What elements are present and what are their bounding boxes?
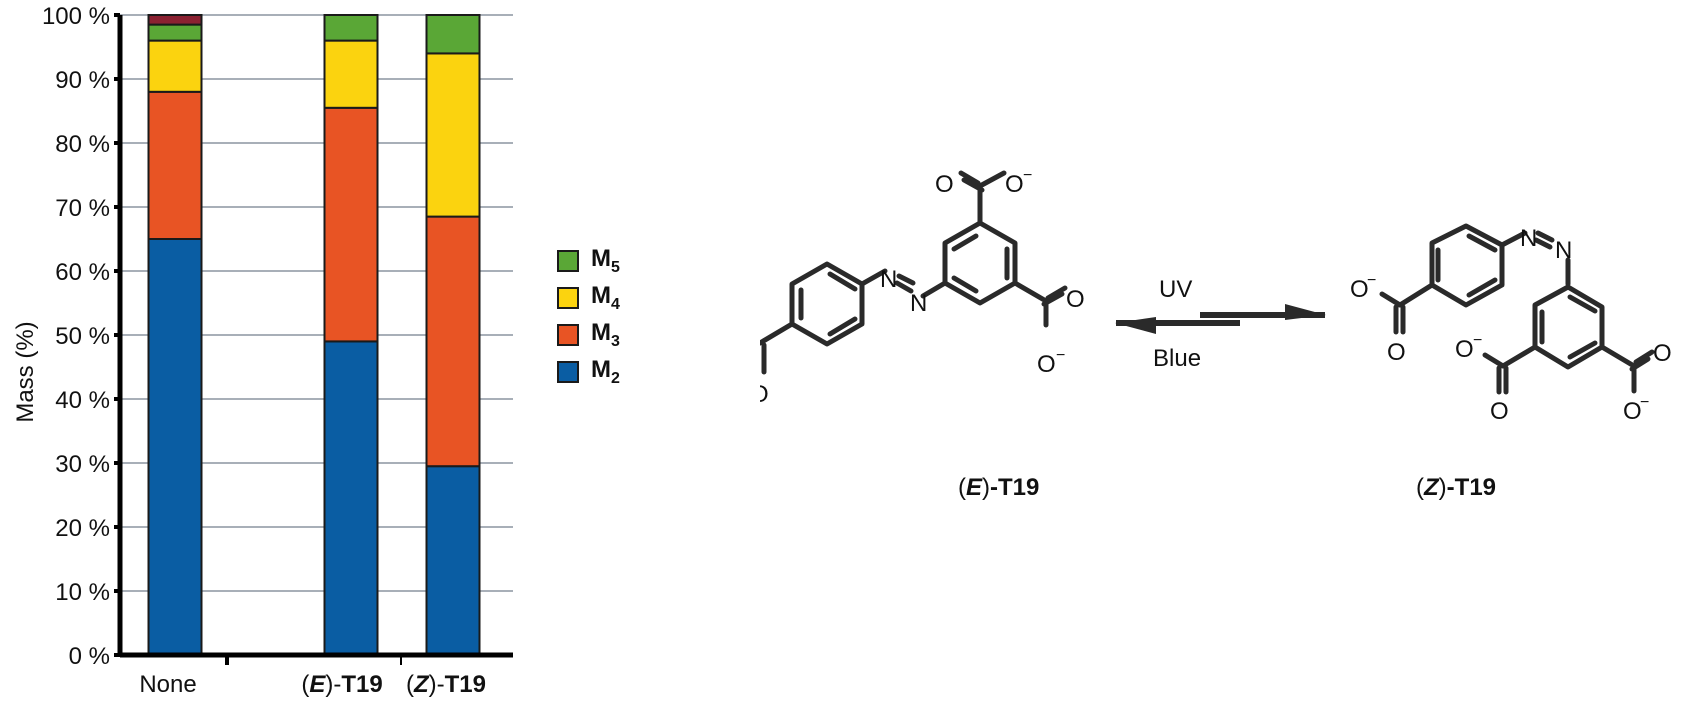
svg-text:O: O	[1653, 340, 1672, 367]
e-isomer-structure	[740, 170, 1068, 375]
svg-text:O: O	[1387, 339, 1406, 366]
y-tick-label: 10 %	[55, 579, 110, 606]
legend-swatch-m2	[557, 360, 579, 383]
svg-text:O: O	[760, 381, 769, 408]
y-tick-label: 90 %	[55, 67, 110, 94]
reverse-condition-label: Blue	[1153, 345, 1202, 372]
svg-text:−: −	[1367, 272, 1376, 289]
y-tick-label: 40 %	[55, 387, 110, 414]
chart-legend: M5 M4 M3 M2	[557, 242, 620, 390]
y-tick-label: 70 %	[55, 195, 110, 222]
svg-text:O: O	[1455, 336, 1474, 363]
y-axis-label: Mass (%)	[12, 321, 39, 423]
legend-item-m3: M3	[557, 316, 620, 353]
x-tick-label: (Z)-T19	[406, 671, 486, 698]
bar-segment-m3	[323, 106, 379, 343]
bar-segment-m5	[425, 14, 481, 55]
molecule-drawings: O O N N O O O O	[710, 167, 1672, 425]
forward-condition-label: UV	[1159, 276, 1193, 303]
y-tick-label: 80 %	[55, 131, 110, 158]
svg-text:O: O	[1350, 276, 1369, 303]
svg-text:N: N	[1555, 237, 1572, 264]
chart-plot: 0 % 10 % 20 % 30 % 40 % 50 % 60 % 70 % 80 % 90 % 1…	[42, 3, 513, 698]
legend-item-m4: M4	[557, 279, 620, 316]
e-isomer-atoms: O O N N O O O O	[710, 171, 1085, 408]
bar-segment-m4	[147, 39, 203, 93]
y-tick-label: 100 %	[42, 3, 110, 30]
z-isomer-structure	[1379, 223, 1655, 395]
bar-segment-m5	[147, 23, 203, 42]
bar-segment-m2	[147, 238, 203, 656]
svg-text:−: −	[1473, 332, 1482, 349]
legend-item-m5: M5	[557, 242, 620, 279]
svg-text:O: O	[935, 171, 954, 198]
bar-segment-m5	[323, 14, 379, 42]
z-isomer-atoms: O O N N O O O O	[1350, 225, 1672, 425]
svg-text:O: O	[1490, 398, 1509, 425]
svg-text:N: N	[1520, 225, 1537, 252]
x-tick-label: (E)-T19	[301, 671, 382, 698]
svg-text:O: O	[1005, 171, 1024, 198]
y-tick-label: 50 %	[55, 323, 110, 350]
bar-segment-m2	[425, 465, 481, 657]
stacked-bar-chart: 0 % 10 % 20 % 30 % 40 % 50 % 60 % 70 % 80 % 90 % 1…	[0, 0, 640, 701]
svg-text:N: N	[910, 290, 927, 317]
bar-segment-m3	[425, 215, 481, 468]
svg-text:−: −	[1056, 347, 1065, 364]
legend-item-m2: M2	[557, 353, 620, 390]
svg-text:N: N	[880, 266, 897, 293]
bar-segment-m2	[323, 340, 379, 656]
y-tick-label: 30 %	[55, 451, 110, 478]
z-isomer-label: (Z)-T19	[1416, 474, 1497, 501]
y-tick-label: 20 %	[55, 515, 110, 542]
svg-text:O: O	[1623, 398, 1642, 425]
x-tick-label: None	[139, 671, 196, 698]
y-tick-label: 0 %	[69, 643, 110, 670]
bar-segment-m4	[323, 39, 379, 109]
legend-swatch-m4	[557, 286, 579, 309]
svg-text:−: −	[1023, 167, 1032, 184]
legend-label-m3: M3	[591, 318, 620, 350]
equilibrium-arrows[interactable]	[1115, 304, 1326, 334]
legend-label-m4: M4	[591, 281, 620, 313]
legend-swatch-m5	[557, 249, 579, 272]
e-isomer-label: (E)-T19	[958, 474, 1040, 501]
legend-label-m2: M2	[591, 355, 620, 387]
bar-segment-higher-unlabeled-	[147, 14, 203, 26]
y-tick-label: 60 %	[55, 259, 110, 286]
photoisomerization-scheme: O O N N O O O O	[710, 0, 1683, 701]
bar-segment-m3	[147, 90, 203, 240]
legend-swatch-m3	[557, 323, 579, 346]
bar-segment-m4	[425, 52, 481, 218]
legend-label-m5: M5	[591, 244, 620, 276]
svg-text:O: O	[1037, 351, 1056, 378]
svg-text:O: O	[1066, 286, 1085, 313]
svg-text:−: −	[1640, 394, 1649, 411]
